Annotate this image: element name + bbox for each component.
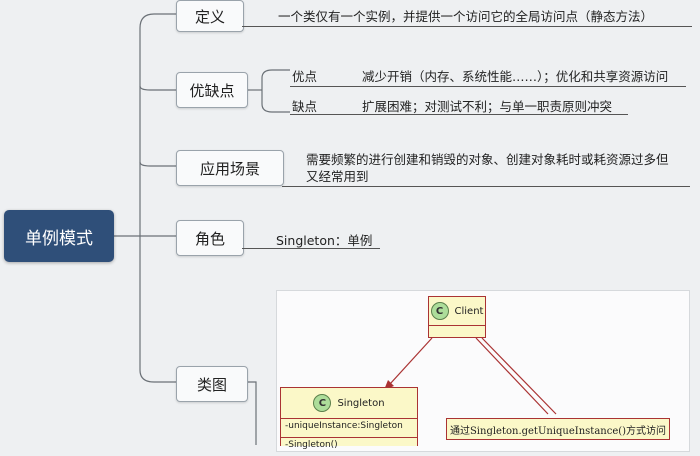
root-label: 单例模式 xyxy=(25,228,93,249)
topic-class-diagram[interactable]: 类图 xyxy=(176,366,248,402)
singleton-name: Singleton xyxy=(337,397,385,409)
class-icon: C xyxy=(430,302,449,320)
topic-definition-label: 定义 xyxy=(194,7,225,26)
mindmap-connectors xyxy=(114,13,290,445)
uml-note-text: 通过Singleton.getUniqueInstance()方式访问 xyxy=(449,425,667,437)
uml-connectors xyxy=(384,337,557,415)
pros-underline xyxy=(290,86,686,87)
topic-scenario[interactable]: 应用场景 xyxy=(176,150,284,186)
uml-note: 通过Singleton.getUniqueInstance()方式访问 xyxy=(446,418,670,440)
topic-pros-cons-label: 优缺点 xyxy=(189,81,235,100)
client-name: Client xyxy=(454,305,484,317)
root-topic[interactable]: 单例模式 xyxy=(4,210,114,262)
singleton-field: -uniqueInstance:Singleton xyxy=(281,419,417,438)
topic-role-label: 角色 xyxy=(194,229,225,248)
singleton-header: C Singleton xyxy=(281,388,417,419)
uml-class-client[interactable]: C Client xyxy=(428,296,486,338)
role-underline xyxy=(242,248,380,249)
class-icon: C xyxy=(313,394,332,412)
topic-pros-cons[interactable]: 优缺点 xyxy=(176,72,248,108)
cons-text: 扩展困难；对测试不利；与单一职责原则冲突 xyxy=(362,99,613,114)
topic-definition[interactable]: 定义 xyxy=(176,0,244,32)
scenario-underline xyxy=(282,186,690,187)
pros-label: 优点 xyxy=(292,69,318,84)
topic-role[interactable]: 角色 xyxy=(176,220,244,256)
topic-class-diagram-label: 类图 xyxy=(196,375,227,394)
pros-text: 减少开销（内存、系统性能……）；优化和共享资源访问 xyxy=(362,69,669,84)
definition-text: 一个类仅有一个实例，并提供一个访问它的全局访问点（静态方法） xyxy=(278,9,654,24)
topic-scenario-label: 应用场景 xyxy=(199,159,260,178)
role-text: Singleton：单例 xyxy=(276,233,373,248)
cons-underline xyxy=(290,114,628,115)
definition-underline xyxy=(242,26,692,27)
singleton-method: -Singleton() xyxy=(285,440,338,450)
cons-label: 缺点 xyxy=(292,99,318,114)
client-header: C Client xyxy=(429,297,485,326)
scenario-text: 需要频繁的进行创建和销毁的对象、创建对象耗时或耗资源过多但又经常用到 xyxy=(306,152,669,184)
uml-class-singleton[interactable]: C Singleton -uniqueInstance:Singleton -S… xyxy=(280,387,418,450)
